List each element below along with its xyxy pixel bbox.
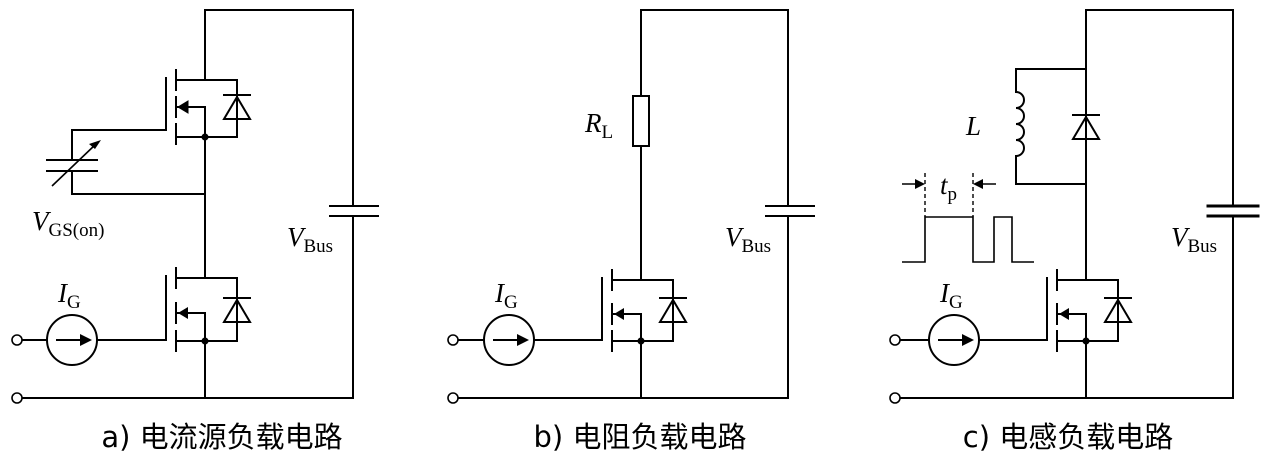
resistor-rl (632, 95, 650, 147)
vbus-label-b: VBus (725, 222, 771, 257)
vgs-source-a (46, 140, 101, 187)
diode-c (1085, 279, 1133, 342)
current-source-ig-b (483, 314, 535, 366)
mosfet-b (601, 269, 642, 352)
caption-a: a) 电流源负载电路 (101, 420, 342, 454)
capacitor-b (765, 205, 815, 217)
bottom-bus-wire-a (21, 215, 354, 399)
circuit-b: RL VBus IG b) 电阻负载电路 (447, 9, 815, 454)
inductor-wire-bottom (1015, 155, 1087, 185)
ground-terminal-a (11, 392, 23, 404)
l-label: L (965, 111, 981, 141)
inductor-wire-top (1015, 68, 1087, 93)
rl-label: RL (584, 108, 613, 143)
vbus-label-a: VBus (287, 222, 333, 257)
lower-diode-a (204, 277, 252, 342)
top-bus-wire-b (640, 9, 789, 207)
ig-label-b: IG (494, 278, 518, 313)
vgs-return-wire-a (71, 170, 206, 195)
gate-wire-upper-a (71, 129, 167, 161)
diode-b (640, 279, 688, 342)
vbus-label-c: VBus (1171, 222, 1217, 257)
ig-label-c: IG (939, 278, 963, 313)
inductor-l (1014, 90, 1025, 158)
top-bus-wire-a (204, 9, 354, 207)
upper-diode-a (204, 79, 252, 138)
bottom-bus-wire-c (899, 215, 1234, 399)
input-terminal-a (11, 334, 23, 346)
tp-label: tp (940, 170, 957, 205)
current-source-ig-a (46, 314, 98, 366)
capacitor-c (1206, 204, 1260, 218)
circuit-c: L tp VBus IG c) 电感负载电路 (889, 9, 1260, 454)
mosfet-c (1046, 269, 1087, 352)
freewheel-diode (1071, 114, 1101, 140)
capacitor-a (329, 205, 379, 217)
current-source-ig-c (928, 314, 980, 366)
upper-mosfet-a (165, 9, 206, 145)
ground-terminal-c (889, 392, 901, 404)
vgs-label: VGS(on) (32, 206, 104, 241)
ground-terminal-b (447, 392, 459, 404)
caption-b: b) 电阻负载电路 (534, 420, 747, 454)
circuit-a: VGS(on) VBus IG a) 电流源负载电路 (11, 9, 379, 454)
input-terminal-b (447, 334, 459, 346)
top-bus-wire-c (1085, 9, 1234, 207)
input-terminal-c (889, 334, 901, 346)
caption-c: c) 电感负载电路 (963, 420, 1173, 454)
ig-label-a: IG (57, 278, 81, 313)
pulse-waveform (902, 173, 1034, 263)
bottom-bus-wire-b (457, 215, 789, 399)
lower-mosfet-a (165, 267, 206, 352)
